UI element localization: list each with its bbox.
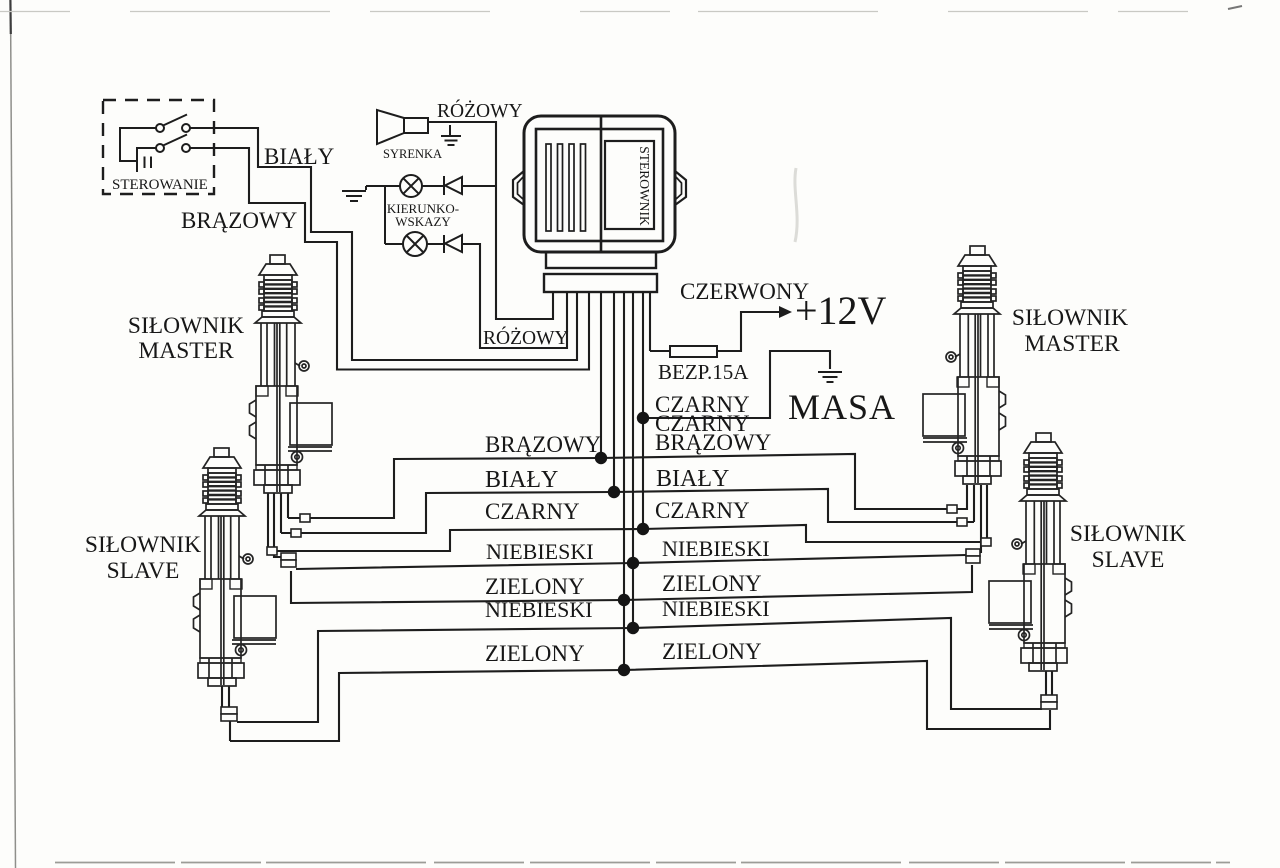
svg-text:STEROWNIK: STEROWNIK — [637, 146, 652, 226]
svg-text:SIŁOWNIK: SIŁOWNIK — [1012, 305, 1128, 331]
svg-text:CZERWONY: CZERWONY — [680, 279, 809, 304]
svg-text:BEZP.15A: BEZP.15A — [658, 360, 749, 384]
svg-text:RÓŻOWY: RÓŻOWY — [483, 327, 569, 349]
svg-text:CZARNY: CZARNY — [655, 392, 750, 417]
svg-text:NIEBIESKI: NIEBIESKI — [662, 596, 770, 621]
svg-text:MASTER: MASTER — [138, 338, 234, 364]
svg-text:BRĄZOWY: BRĄZOWY — [655, 430, 772, 455]
svg-text:SIŁOWNIK: SIŁOWNIK — [1070, 521, 1186, 547]
svg-text:SIŁOWNIK: SIŁOWNIK — [128, 313, 244, 339]
svg-text:MASTER: MASTER — [1024, 331, 1120, 357]
svg-text:SLAVE: SLAVE — [107, 558, 180, 584]
svg-text:BIAŁY: BIAŁY — [656, 466, 729, 492]
svg-text:NIEBIESKI: NIEBIESKI — [485, 597, 593, 622]
svg-text:WSKAZY: WSKAZY — [395, 214, 451, 229]
svg-text:KIERUNKO-: KIERUNKO- — [387, 201, 459, 216]
svg-text:BRĄZOWY: BRĄZOWY — [181, 208, 298, 233]
svg-text:SYRENKA: SYRENKA — [383, 147, 442, 161]
svg-text:CZARNY: CZARNY — [655, 498, 750, 523]
svg-text:ZIELONY: ZIELONY — [485, 641, 585, 666]
svg-text:BIAŁY: BIAŁY — [264, 144, 335, 169]
svg-text:ZIELONY: ZIELONY — [662, 639, 762, 664]
svg-text:BIAŁY: BIAŁY — [485, 467, 558, 493]
svg-text:CZARNY: CZARNY — [485, 499, 580, 524]
svg-text:SLAVE: SLAVE — [1092, 547, 1165, 573]
svg-text:NIEBIESKI: NIEBIESKI — [486, 539, 594, 564]
svg-text:ZIELONY: ZIELONY — [485, 574, 585, 599]
svg-text:RÓŻOWY: RÓŻOWY — [437, 100, 523, 122]
svg-text:BRĄZOWY: BRĄZOWY — [485, 432, 602, 457]
svg-text:STEROWANIE: STEROWANIE — [112, 177, 208, 193]
svg-text:MASA: MASA — [788, 387, 896, 427]
svg-text:SIŁOWNIK: SIŁOWNIK — [85, 532, 201, 558]
svg-text:NIEBIESKI: NIEBIESKI — [662, 536, 770, 561]
svg-text:+12V: +12V — [795, 288, 887, 333]
svg-text:CZARNY: CZARNY — [655, 411, 750, 436]
svg-text:ZIELONY: ZIELONY — [662, 571, 762, 596]
